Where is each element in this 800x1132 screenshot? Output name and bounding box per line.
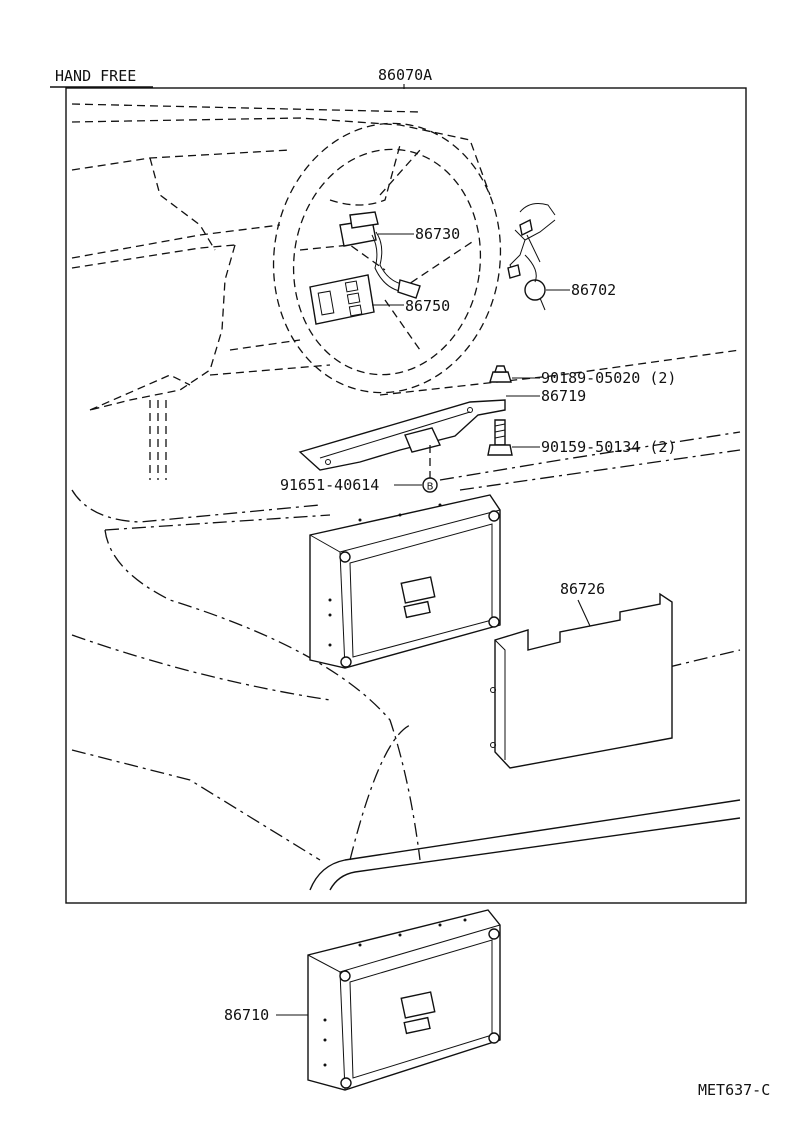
- assembly-frame: [65, 87, 747, 904]
- control-unit-installed: [309, 494, 501, 669]
- part-number-86750: 86750: [405, 297, 450, 315]
- part-number-86730: 86730: [415, 225, 460, 243]
- part-number-91651: 91651-40614: [280, 476, 379, 494]
- part-number-90189: 90189-05020 (2): [541, 369, 676, 387]
- part-90159-bolt: [487, 419, 513, 456]
- part-number-86710: 86710: [224, 1006, 269, 1024]
- part-86726-cover: [490, 592, 673, 769]
- figure-code: MET637-C: [698, 1081, 770, 1099]
- part-number-90159: 90159-50134 (2): [541, 438, 676, 456]
- assembly-number: 86070A: [378, 66, 432, 84]
- part-86750-switch-block: [309, 274, 375, 325]
- part-86702-harness: [507, 203, 556, 311]
- part-86719-bracket: [298, 399, 506, 471]
- leader-86726: [577, 599, 591, 627]
- callout-marker: B: [427, 482, 434, 493]
- part-number-86702: 86702: [571, 281, 616, 299]
- part-90189-grommet: [489, 365, 512, 383]
- callout-marker-circle: [422, 477, 438, 493]
- steering-wheel: [272, 122, 502, 394]
- dashboard-outline: [71, 103, 741, 891]
- part-86730-switch: [339, 211, 421, 299]
- part-86710-control-unit: [307, 909, 501, 1091]
- section-label: HAND FREE: [55, 67, 136, 85]
- part-number-86726: 86726: [560, 580, 605, 598]
- part-number-86719: 86719: [541, 387, 586, 405]
